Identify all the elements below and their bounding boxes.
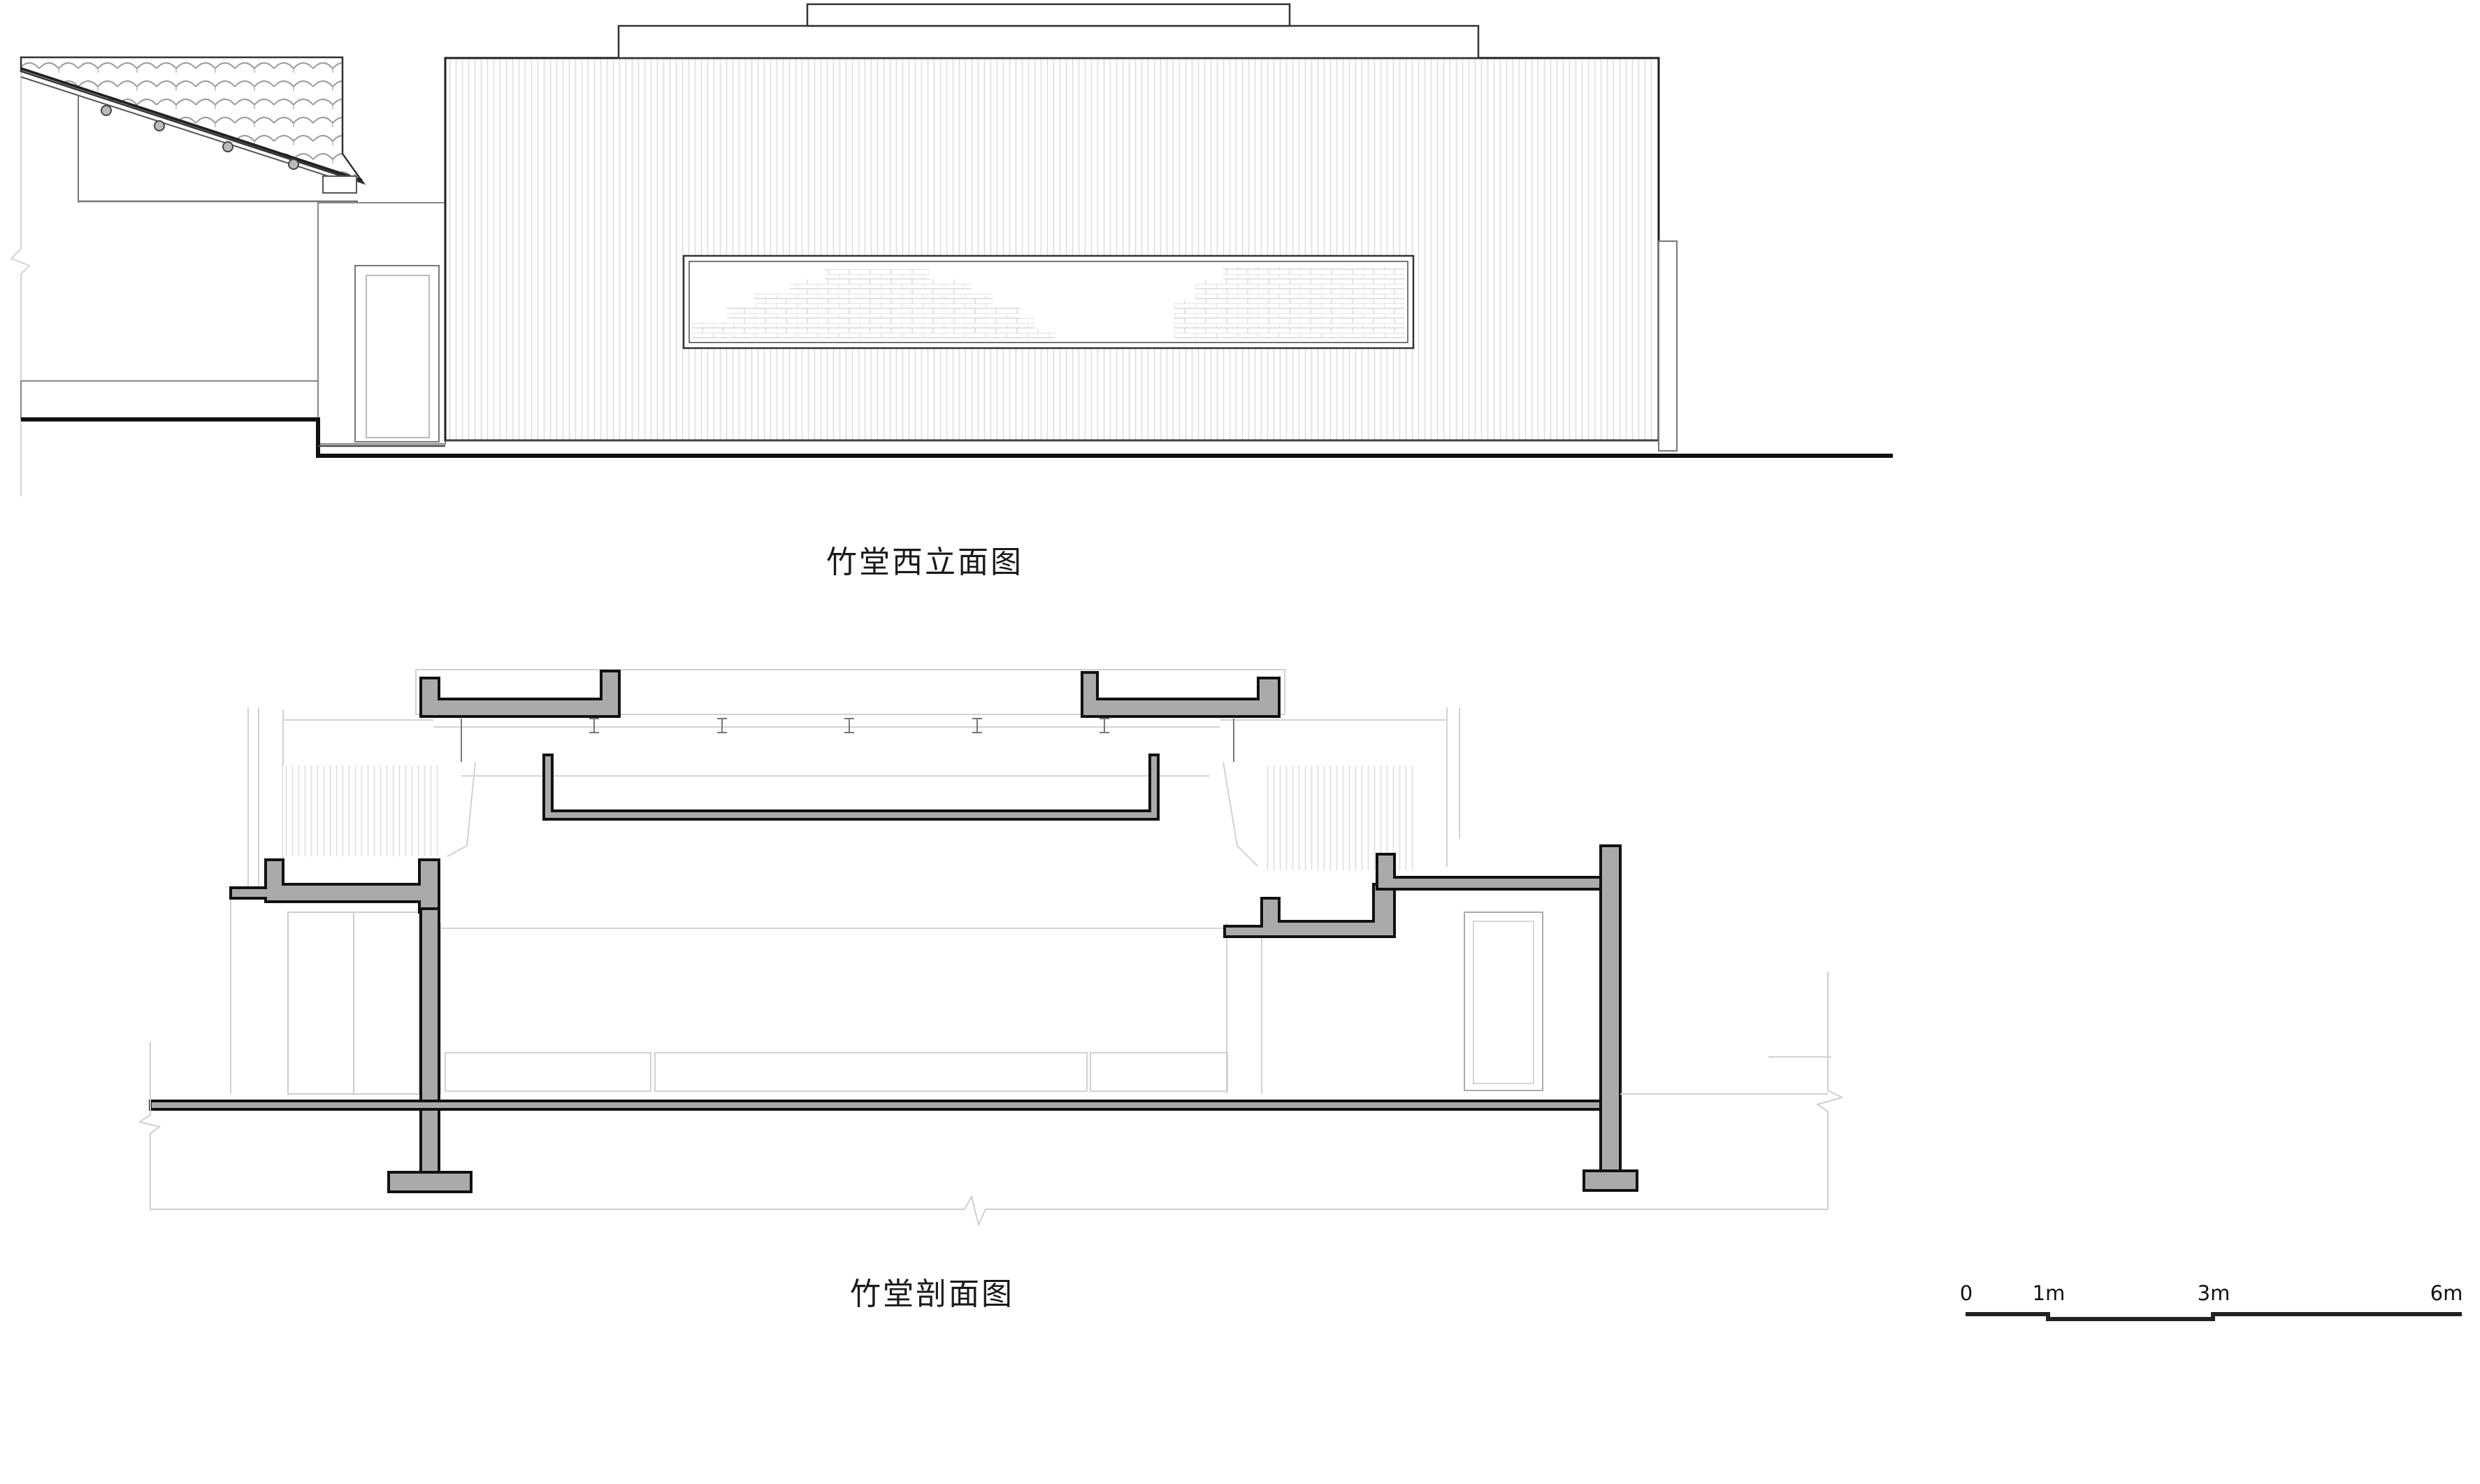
left-break-line: [10, 56, 31, 496]
annex-door-panel: [366, 275, 430, 438]
roof-parapet-upper: [806, 3, 1291, 27]
right-footing: [1583, 1169, 1638, 1192]
section-background-outline: [230, 669, 1831, 1094]
roof-slab-left: [419, 670, 621, 718]
roof-eave-block: [322, 175, 357, 194]
section-ground-lines: [138, 972, 1844, 1227]
left-bamboo-panel: [283, 765, 438, 856]
brick-pattern-left: [692, 269, 1055, 339]
ceiling-hangers: [461, 718, 1234, 762]
right-canopy-low: [1223, 883, 1396, 938]
scale-label-3m: 3m: [2197, 1281, 2230, 1305]
section-cut-elements: [149, 670, 1638, 1193]
roof-purlins: [101, 105, 299, 170]
left-footing: [387, 1171, 473, 1193]
left-canopy: [229, 858, 440, 914]
elevation-caption: 竹堂西立面图: [826, 545, 1023, 580]
right-column: [1599, 844, 1622, 1191]
floor-slab: [149, 1100, 1602, 1111]
right-downpipe: [1658, 240, 1678, 452]
scale-label-6m: 6m: [2430, 1281, 2463, 1305]
scale-bar: [1966, 1312, 2462, 1321]
west-elevation: [10, 3, 1893, 496]
neighbour-wall: [20, 380, 319, 419]
left-column: [419, 907, 440, 1191]
section-caption: 竹堂剖面图: [850, 1276, 1014, 1312]
roof-slab-right: [1081, 671, 1281, 718]
suspended-ceiling-tray: [542, 754, 1160, 821]
building-section: [138, 669, 1844, 1227]
ground-line: [21, 417, 1893, 458]
main-building-facade: [444, 57, 1660, 442]
scale-label-0: 0: [1959, 1281, 1973, 1305]
roof-parapet-lower: [617, 24, 1480, 59]
scale-label-1m: 1m: [2032, 1281, 2066, 1305]
brick-pattern-right: [1174, 266, 1405, 339]
